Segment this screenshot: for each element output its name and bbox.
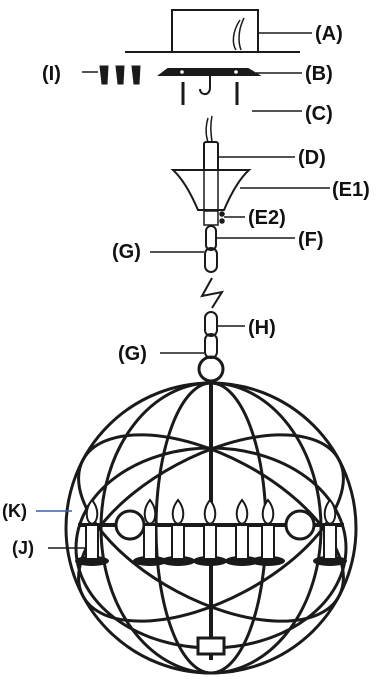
chain-upper [150, 247, 218, 273]
label-g-lower: (G) [118, 343, 147, 365]
candle-cups [75, 556, 347, 566]
chain-break-symbol [200, 277, 225, 309]
candle-sockets [85, 498, 337, 560]
label-a: (A) [315, 23, 343, 45]
label-g-upper: (G) [112, 241, 141, 263]
canopy-ring [203, 210, 245, 226]
label-k: (K) [2, 501, 27, 521]
label-e2: (E2) [248, 207, 286, 229]
canopy [170, 169, 330, 211]
label-b: (B) [305, 63, 333, 85]
junction-box [125, 9, 312, 53]
chain-lower [204, 311, 245, 359]
mounting-screws [181, 82, 302, 112]
label-c: (C) [305, 103, 333, 125]
label-i: (I) [42, 63, 61, 85]
fixture-ring [160, 352, 225, 383]
label-d: (D) [298, 147, 326, 169]
label-e1: (E1) [332, 179, 370, 201]
mounting-strap [157, 68, 302, 96]
label-h: (H) [248, 317, 276, 339]
label-f: (F) [298, 229, 324, 251]
ceiling-loop [205, 225, 295, 251]
label-j: (J) [12, 538, 34, 558]
wire-nuts [82, 65, 141, 85]
